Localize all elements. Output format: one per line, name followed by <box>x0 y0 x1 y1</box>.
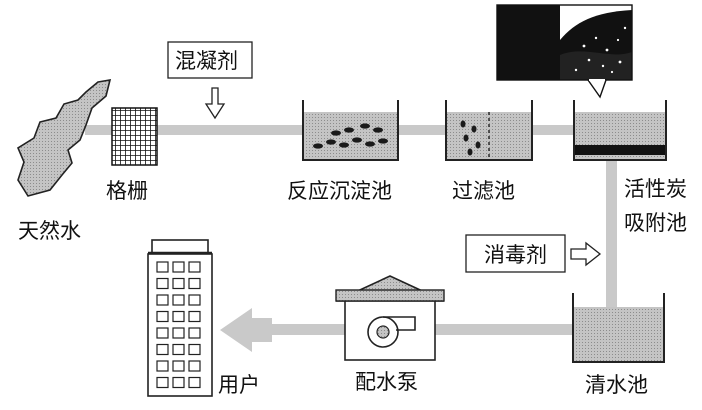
coagulant-arrow <box>204 87 226 120</box>
pump-icon <box>335 275 445 361</box>
carbon-tank-label-line1: 活性炭 <box>624 177 687 201</box>
building-window <box>188 294 201 306</box>
building-window <box>188 310 201 323</box>
pipe-vertical <box>606 158 617 310</box>
reaction-tank <box>302 100 399 161</box>
clear-water-tank-label: 清水池 <box>585 373 648 397</box>
clear-tank-water <box>573 307 664 362</box>
building-window <box>172 360 185 372</box>
building-window <box>188 277 201 290</box>
disinfectant-arrow <box>570 241 602 267</box>
building-window <box>156 294 169 306</box>
carbon-layer <box>574 145 666 155</box>
building-window <box>172 277 185 290</box>
carbon-tank-label-line2: 吸附池 <box>624 211 687 235</box>
natural-water-icon <box>16 79 112 197</box>
building-window <box>156 310 169 323</box>
clear-water-tank <box>572 293 665 363</box>
arrow-to-user <box>220 308 272 352</box>
filter-tank <box>445 100 533 161</box>
building-window <box>156 277 169 290</box>
grid-icon <box>111 107 158 166</box>
building-window <box>172 376 185 389</box>
building-window <box>172 343 185 356</box>
building-window <box>172 261 185 273</box>
building-window <box>156 360 169 372</box>
reaction-tank-label: 反应沉淀池 <box>287 179 392 203</box>
carbon-tank <box>573 100 667 161</box>
building-window <box>172 294 185 306</box>
reaction-tank-particles <box>313 123 388 149</box>
building-window <box>188 360 201 372</box>
building-window <box>156 376 169 389</box>
building-window <box>188 376 201 389</box>
grid-label: 格栅 <box>106 179 148 203</box>
building-window <box>188 261 201 273</box>
user-label: 用户 <box>218 373 260 397</box>
coagulant-box <box>167 41 253 79</box>
carbon-zoom-callout <box>496 4 633 99</box>
building-icon <box>147 239 213 397</box>
disinfectant-box <box>465 234 566 273</box>
building-window <box>172 327 185 339</box>
coagulant-label: 混凝剂 <box>175 49 238 73</box>
filter-particles <box>460 120 481 156</box>
disinfectant-label: 消毒剂 <box>484 243 547 267</box>
reaction-tank-water <box>303 112 398 160</box>
pump-label: 配水泵 <box>355 370 418 394</box>
building-window <box>156 343 169 356</box>
building-window <box>172 310 185 323</box>
building-window <box>156 261 169 273</box>
building-window <box>188 343 201 356</box>
natural-water-label: 天然水 <box>18 219 81 243</box>
filter-tank-label: 过滤池 <box>452 179 515 203</box>
building-window <box>188 327 201 339</box>
building-window <box>156 327 169 339</box>
